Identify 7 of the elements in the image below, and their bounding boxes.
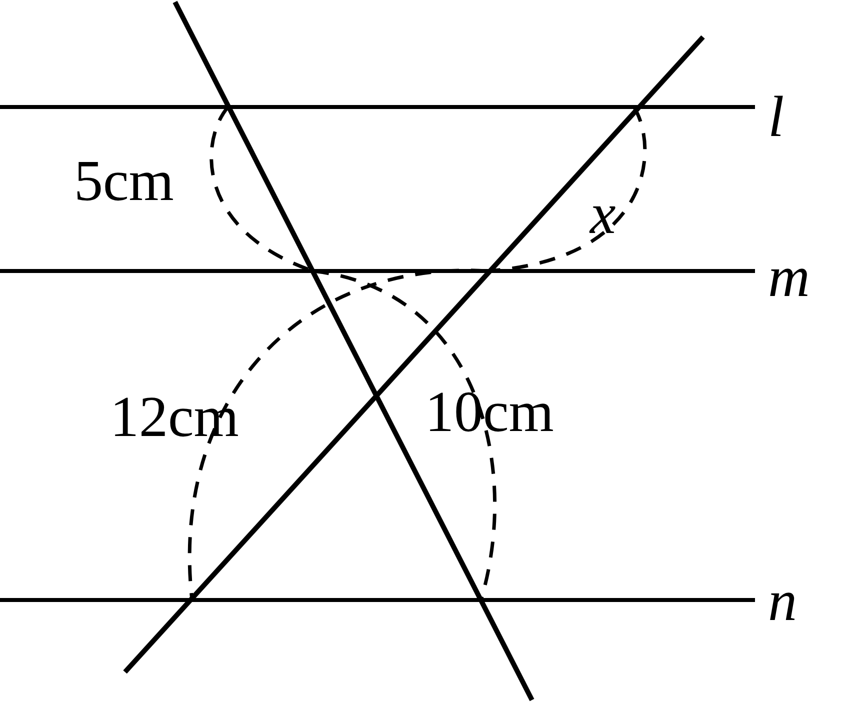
- dimension-label: 10cm: [425, 383, 554, 441]
- line-label: m: [768, 248, 810, 306]
- dimension-label: 5cm: [74, 152, 174, 210]
- line-label: n: [768, 572, 797, 630]
- line-label: l: [768, 88, 784, 146]
- line-label: x: [590, 185, 616, 243]
- dimension-label: 12cm: [110, 388, 239, 446]
